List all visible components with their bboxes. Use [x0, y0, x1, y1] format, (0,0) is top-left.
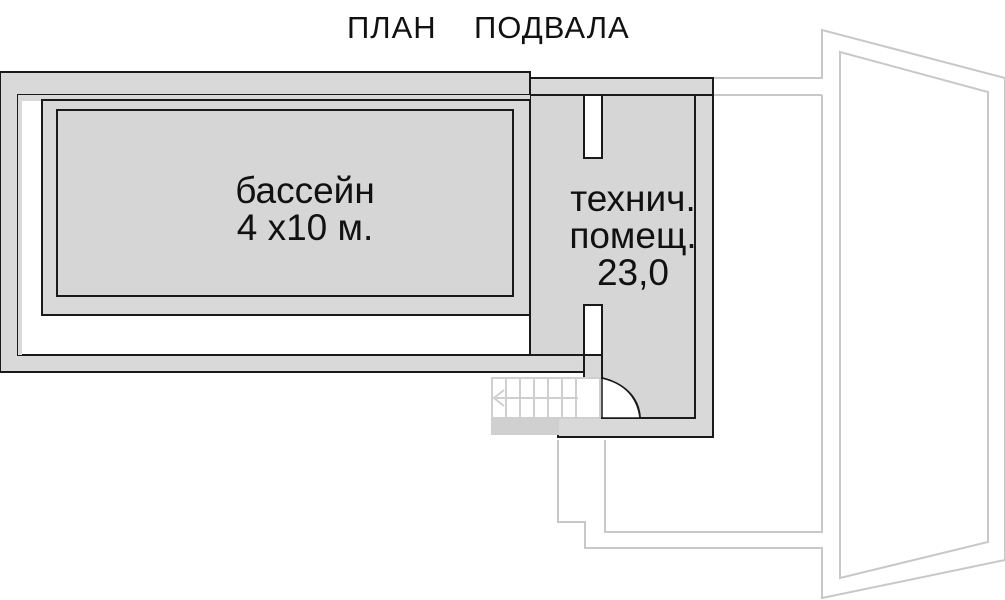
technical-room-area: 23,0	[596, 252, 669, 293]
context-outer-outline	[557, 28, 1005, 600]
pool-name: бассейн	[235, 170, 375, 211]
pool-size: 4 х10 м.	[236, 207, 374, 248]
partition-wall-upper	[583, 94, 603, 159]
technical-room-line1: технич.	[570, 178, 696, 219]
staircase	[491, 377, 601, 435]
technical-room-label: технич. помещ. 23,0	[548, 180, 718, 291]
door-swing-icon	[601, 377, 641, 419]
technical-room-top-wall	[529, 77, 714, 96]
context-outlines	[557, 28, 1005, 600]
pool-hall-top-band	[18, 95, 530, 101]
stair-landing	[491, 417, 559, 435]
partition-wall-lower	[583, 304, 603, 356]
technical-room-line2: помещ.	[569, 215, 697, 256]
pool-label: бассейн 4 х10 м.	[195, 172, 415, 246]
pool-hall-inner-wall-left	[18, 95, 22, 355]
plan-title-word-2: ПОДВАЛА	[474, 10, 630, 45]
technical-room-bottom-wall	[583, 354, 603, 379]
stair-arrow-icon	[492, 389, 578, 407]
pool-inner-edge	[56, 109, 514, 297]
plan-title-word-1: ПЛАН	[347, 10, 437, 45]
